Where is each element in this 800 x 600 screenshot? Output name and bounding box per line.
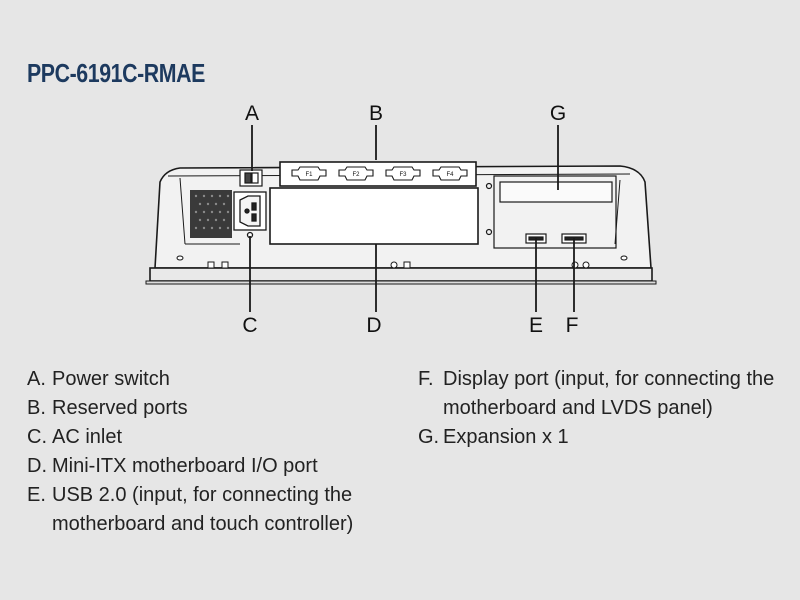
legend-letter: E. — [27, 484, 46, 506]
callout-d: D — [366, 314, 381, 337]
leader-lines — [249, 125, 575, 312]
reserved-port-label: F1 — [305, 172, 313, 178]
reserved-port-label: F2 — [352, 172, 360, 178]
legend-item: E. USB 2.0 (input, for connecting the moth… — [27, 481, 397, 539]
legend-line: Mini-ITX motherboard I/O port — [52, 455, 318, 477]
legend-item: D.Mini-ITX motherboard I/O port — [27, 452, 397, 481]
legend-item: B. Reserved ports — [27, 394, 397, 423]
callout-e: E — [529, 314, 543, 337]
legend-letter: F. — [418, 368, 434, 390]
reserved-port-label: F4 — [446, 172, 454, 178]
legend-description: USB 2.0 (input, for connecting the mother… — [52, 481, 353, 539]
legend-letter: C. — [27, 426, 47, 448]
legend-description: Reserved ports — [52, 394, 188, 423]
legend-item: C.AC inlet — [27, 423, 397, 452]
callout-a: A — [245, 102, 259, 125]
legend-line: motherboard and LVDS panel) — [443, 397, 713, 419]
legend-description: Display port (input, for connecting the m… — [443, 365, 774, 423]
motherboard-io-panel — [269, 187, 479, 245]
legend-item: F. Display port (input, for connecting th… — [418, 365, 788, 423]
reserved-port-3: F3 — [385, 166, 421, 181]
legend-line: Display port (input, for connecting the — [443, 368, 775, 390]
expansion-bay — [485, 175, 617, 249]
page-title: PPC-6191C-RMAE — [27, 58, 205, 88]
legend-line: motherboard and touch controller) — [52, 513, 354, 535]
reserved-port-2: F2 — [338, 166, 374, 181]
legend-item: A. Power switch — [27, 365, 397, 394]
legend-line: Expansion x 1 — [443, 426, 569, 448]
reserved-ports-panel: F1 F2 F3 F4 — [279, 161, 477, 187]
legend-letter: A. — [27, 368, 46, 390]
callout-g: G — [550, 102, 566, 125]
legend-item: G.Expansion x 1 — [418, 423, 788, 452]
callout-f: F — [566, 314, 579, 337]
callout-c: C — [242, 314, 257, 337]
power-switch — [239, 169, 263, 187]
legend-letter: B. — [27, 397, 46, 419]
legend-letter: D. — [27, 455, 47, 477]
legend-line: Reserved ports — [52, 397, 188, 419]
legend-description: Power switch — [52, 365, 170, 394]
reserved-port-1: F1 — [291, 166, 327, 181]
legend-line: Power switch — [52, 368, 170, 390]
legend-line: AC inlet — [52, 426, 123, 448]
callout-b: B — [369, 102, 383, 125]
legend-letter: G. — [418, 426, 440, 448]
reserved-port-4: F4 — [432, 166, 468, 181]
ac-inlet — [233, 191, 267, 239]
vent-grille-icon — [190, 190, 232, 238]
legend-description: AC inlet — [52, 423, 122, 452]
reserved-port-label: F3 — [399, 172, 407, 178]
legend-description: Mini-ITX motherboard I/O port — [52, 452, 318, 481]
legend-line: USB 2.0 (input, for connecting the — [52, 484, 353, 506]
legend-right: F. Display port (input, for connecting th… — [418, 365, 788, 452]
screw-icons — [176, 255, 628, 269]
legend-description: Expansion x 1 — [443, 423, 569, 452]
